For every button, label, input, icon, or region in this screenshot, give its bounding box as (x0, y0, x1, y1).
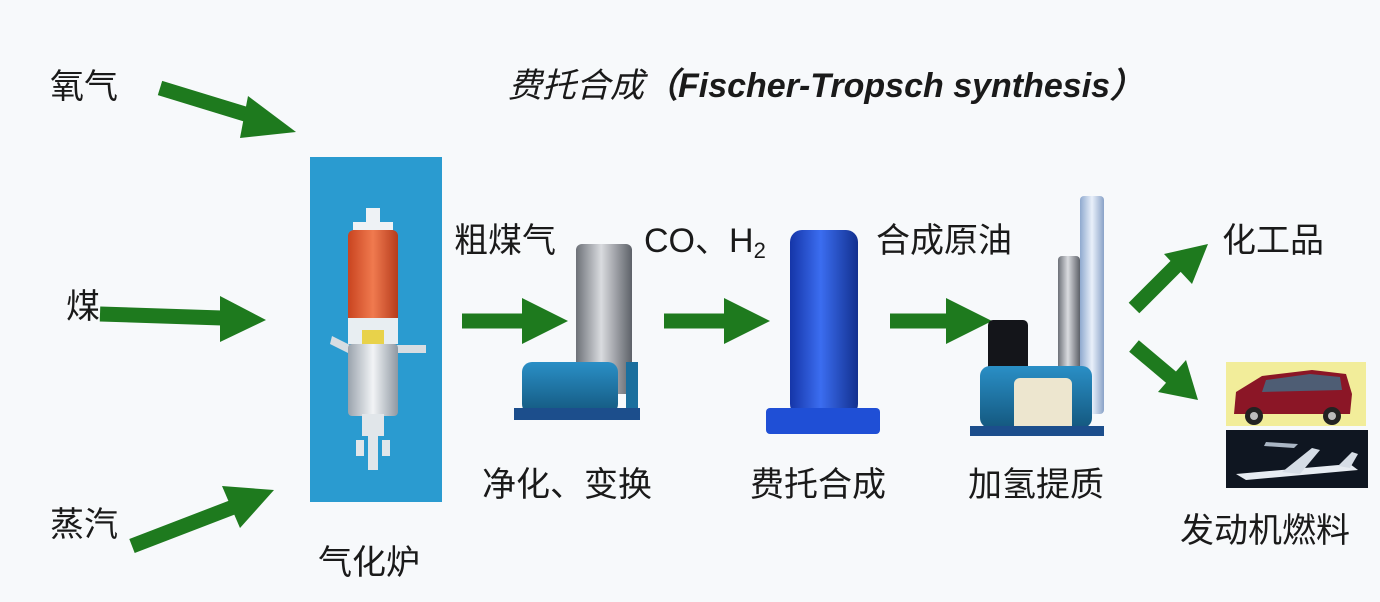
arrow-gasifier-to-purification (462, 298, 568, 344)
car-icon (1226, 362, 1366, 426)
ft-reactor-unit (766, 230, 880, 434)
label-steam: 蒸汽 (50, 505, 118, 545)
label-coal: 煤 (66, 287, 100, 327)
hydrotreating-unit (970, 196, 1104, 436)
arrow-ft-to-hydrotreating (890, 298, 992, 344)
purification-unit (514, 244, 640, 420)
title-chinese: 费托合成 (508, 66, 644, 106)
arrow-oxygen-to-gasifier (157, 80, 296, 138)
label-oxygen: 氧气 (50, 67, 118, 107)
arrow-purification-to-ft (664, 298, 770, 344)
arrow-to-engine-fuel (1129, 340, 1198, 400)
label-syngas-main: CO、H (644, 222, 754, 260)
arrow-steam-to-gasifier (129, 486, 274, 554)
label-syngas: CO、H2 (644, 224, 766, 262)
label-chemicals: 化工品 (1222, 221, 1324, 261)
label-hydrotreating: 加氢提质 (968, 465, 1104, 505)
label-gasifier: 气化炉 (318, 543, 420, 583)
label-raw-syngas: 粗煤气 (454, 221, 556, 261)
diagram-title: 费托合成（Fischer-Tropsch synthesis） (508, 58, 1144, 107)
gasifier-unit (310, 157, 442, 502)
label-engine-fuel: 发动机燃料 (1180, 511, 1350, 551)
label-ft-synthesis: 费托合成 (750, 465, 886, 505)
arrow-coal-to-gasifier (99, 296, 266, 342)
airplane-icon (1226, 430, 1368, 488)
label-crude-oil: 合成原油 (876, 221, 1012, 261)
title-english: （Fischer-Tropsch synthesis） (644, 67, 1145, 105)
label-syngas-subscript: 2 (753, 238, 766, 263)
arrow-to-chemicals (1128, 244, 1208, 314)
label-purification: 净化、变换 (482, 465, 652, 505)
